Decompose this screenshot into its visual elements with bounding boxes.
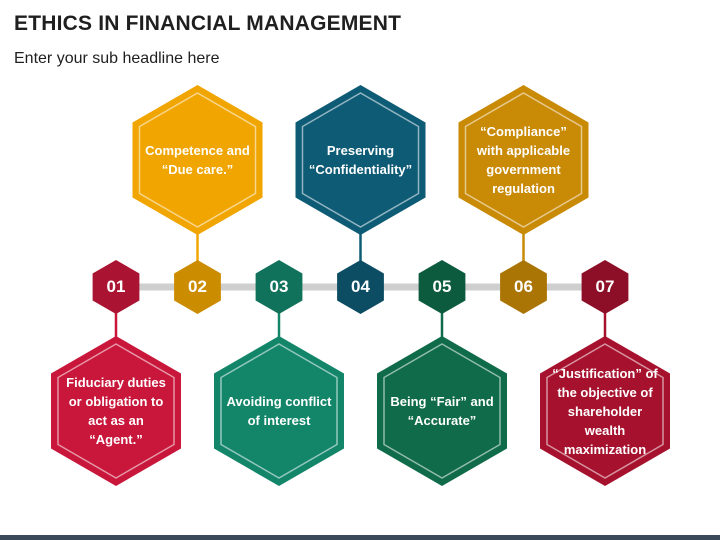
number-hexagon bbox=[500, 260, 547, 314]
footer-bar bbox=[0, 535, 720, 540]
step-hexagon bbox=[132, 85, 263, 235]
step-hexagon bbox=[51, 336, 181, 486]
page-subtitle: Enter your sub headline here bbox=[14, 50, 220, 67]
step-hexagon-outline bbox=[464, 92, 583, 228]
step-hexagon-outline bbox=[138, 92, 257, 228]
step-hexagon-outline bbox=[301, 92, 420, 228]
step-hexagon bbox=[458, 85, 589, 235]
number-hexagon bbox=[92, 260, 140, 314]
step-hexagon bbox=[540, 336, 670, 486]
number-hexagon bbox=[174, 260, 221, 314]
page-title: ETHICS IN FINANCIAL MANAGEMENT bbox=[14, 12, 402, 35]
step-hexagon bbox=[295, 85, 426, 235]
step-hexagon bbox=[214, 336, 344, 486]
step-hexagon-outline bbox=[546, 343, 664, 479]
step-hexagon bbox=[377, 336, 507, 486]
number-hexagon bbox=[581, 260, 629, 314]
step-hexagon-outline bbox=[383, 343, 501, 479]
step-hexagon-outline bbox=[57, 343, 175, 479]
number-hexagon bbox=[418, 260, 466, 314]
number-hexagon bbox=[337, 260, 384, 314]
step-hexagon-outline bbox=[220, 343, 338, 479]
number-hexagon bbox=[255, 260, 303, 314]
